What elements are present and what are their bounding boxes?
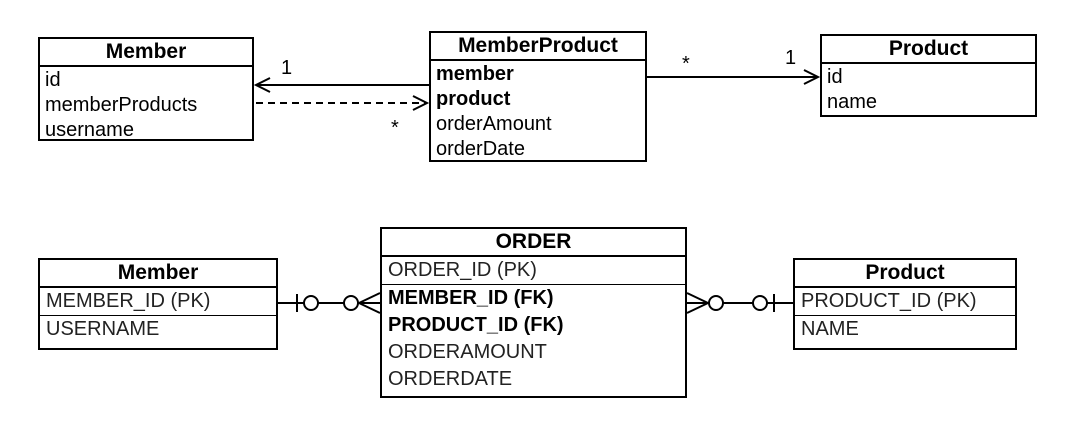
uml-member-title: Member <box>40 39 252 67</box>
uml-memberproduct-field-member: member <box>436 63 514 85</box>
uml-memberproduct-field-orderamount: orderAmount <box>436 113 552 135</box>
uml-product-class: Product id name <box>820 34 1037 117</box>
erd-member-pk: MEMBER_ID (PK) <box>46 290 211 312</box>
erd-product-title: Product <box>795 260 1015 288</box>
erd-member-table: Member MEMBER_ID (PK) USERNAME <box>38 258 278 350</box>
erd-order-pk-section: ORDER_ID (PK) <box>382 257 685 285</box>
erd-order-title: ORDER <box>382 229 685 257</box>
uml-memberproduct-to-product-association <box>647 69 821 85</box>
uml-member-field-memberproducts: memberProducts <box>45 94 198 116</box>
erd-order-columns: MEMBER_ID (FK) PRODUCT_ID (FK) ORDERAMOU… <box>382 285 685 393</box>
erd-member-order-relationship <box>278 292 381 314</box>
erd-product-table: Product PRODUCT_ID (PK) NAME <box>793 258 1017 350</box>
erd-member-title: Member <box>40 260 276 288</box>
erd-order-fk-product: PRODUCT_ID (FK) <box>388 314 564 336</box>
uml-multiplicity-memberproducts-end: * <box>391 117 399 139</box>
uml-multiplicity-member-end: 1 <box>281 57 293 79</box>
erd-product-columns: NAME <box>795 316 1015 343</box>
erd-order-pk: ORDER_ID (PK) <box>388 259 537 281</box>
uml-member-field-id: id <box>45 69 61 91</box>
erd-order-fk-member: MEMBER_ID (FK) <box>388 287 554 309</box>
uml-member-field-username: username <box>45 119 134 141</box>
erd-product-pk-section: PRODUCT_ID (PK) <box>795 288 1015 316</box>
erd-order-col-orderdate: ORDERDATE <box>388 368 513 390</box>
uml-product-title: Product <box>822 36 1035 64</box>
erd-order-table: ORDER ORDER_ID (PK) MEMBER_ID (FK) PRODU… <box>380 227 687 398</box>
uml-multiplicity-memberproduct-product-end: * <box>682 53 690 75</box>
uml-multiplicity-product-end: 1 <box>785 47 797 69</box>
erd-order-product-relationship <box>686 292 793 314</box>
uml-memberproduct-title: MemberProduct <box>431 33 645 61</box>
erd-order-col-orderamount: ORDERAMOUNT <box>388 341 547 363</box>
erd-member-columns: USERNAME <box>40 316 276 343</box>
uml-member-class: Member id memberProducts username <box>38 37 254 141</box>
erd-member-pk-section: MEMBER_ID (PK) <box>40 288 276 316</box>
erd-product-pk: PRODUCT_ID (PK) <box>801 290 977 312</box>
uml-memberproduct-field-orderdate: orderDate <box>436 138 525 160</box>
uml-memberproduct-to-member-association <box>253 77 429 93</box>
erd-member-col-username: USERNAME <box>46 318 160 340</box>
uml-member-to-memberproduct-dependency <box>256 95 430 111</box>
uml-memberproduct-class: MemberProduct member product orderAmount… <box>429 31 647 162</box>
uml-product-field-id: id <box>827 66 843 88</box>
uml-memberproduct-field-product: product <box>436 88 511 110</box>
uml-product-field-name: name <box>827 91 878 113</box>
erd-product-col-name: NAME <box>801 318 859 340</box>
